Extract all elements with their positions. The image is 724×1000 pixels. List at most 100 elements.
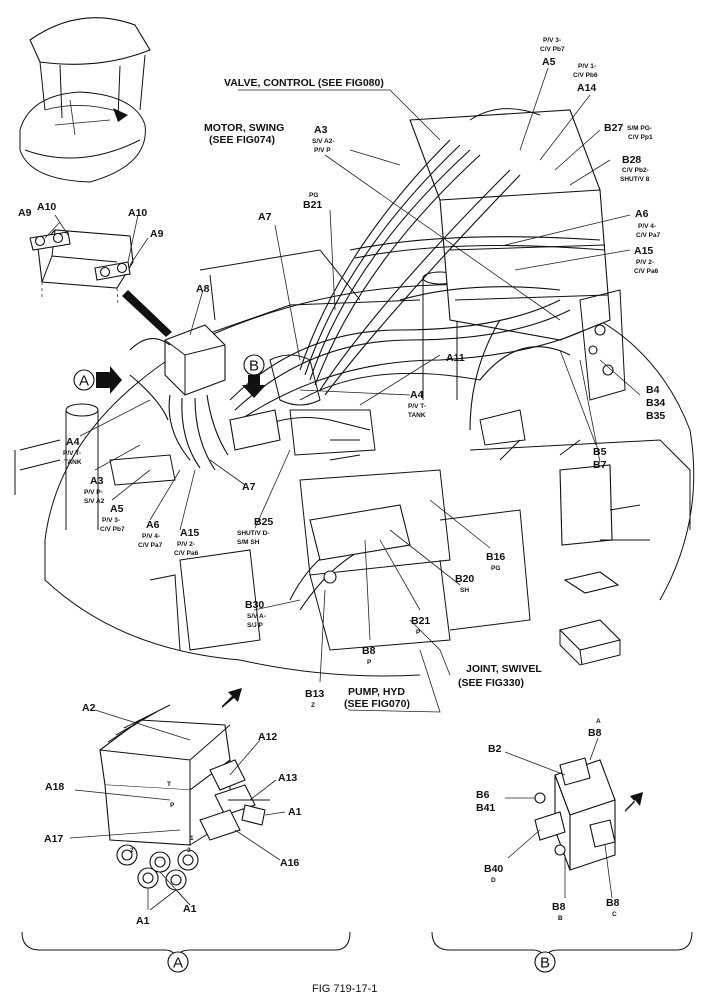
label-a3-left: A3 [90, 475, 104, 487]
label-b40-sub: D [491, 877, 496, 884]
label-a10-left: A10 [37, 201, 56, 213]
callout-pump-hyd: PUMP, HYD [348, 686, 405, 698]
label-a4-left-sub2: TANK [64, 459, 82, 466]
view-markers: A B A B [73, 354, 556, 973]
label-a15-right: A15 [634, 245, 653, 257]
part-labels: P/V 3- C/V Pb7 A5 P/V 1- C/V Pb6 A14 A3 … [18, 37, 665, 927]
callout-motor-swing-ref: (SEE FIG074) [209, 134, 275, 146]
label-a5-top-sub: P/V 3- [543, 37, 561, 44]
label-b27-sub: S/M PG- [627, 125, 652, 132]
label-a4-mid-sub: P/V T- [408, 403, 426, 410]
label-a5-left-sub2: C/V Pb7 [100, 526, 125, 533]
label-b21-low: B21 [411, 615, 430, 627]
label-b21-top: B21 [303, 199, 322, 211]
label-b20: B20 [455, 573, 474, 585]
control-valve-assembly [409, 108, 626, 401]
label-b8-mid: B8 [362, 645, 376, 657]
port-2-label: 2 [130, 847, 134, 854]
view-a-marker-circle [73, 369, 95, 391]
callout-motor-swing: MOTOR, SWING [204, 122, 284, 134]
label-a14: A14 [577, 82, 596, 94]
label-b16: B16 [486, 551, 505, 563]
label-a18: A18 [45, 781, 64, 793]
callout-joint-swivel-ref: (SEE FIG330) [458, 677, 524, 689]
label-a3-top-sub: S/V A2- [312, 138, 335, 145]
detail-b-block [534, 757, 616, 871]
label-b40: B40 [484, 863, 503, 875]
port-1-label: 1 [190, 835, 194, 842]
detail-b-marker-circle [534, 951, 556, 973]
label-a6-right-sub2: C/V Pa7 [636, 232, 661, 239]
pilot-valve-bracket-detail [29, 229, 172, 337]
label-a13: A13 [278, 772, 297, 784]
callout-joint-swivel: JOINT, SWIVEL [466, 663, 542, 675]
label-b30-sub2: S/J P [247, 622, 264, 629]
detail-a-marker: A [173, 955, 183, 972]
label-a5-left-sub: P/V 3- [102, 517, 120, 524]
label-b13-sub: Z [311, 702, 315, 709]
label-a3-top-sub2: P/V P [314, 147, 331, 154]
leader-lines [44, 67, 641, 911]
label-a2: A2 [82, 702, 96, 714]
callout-notes: VALVE, CONTROL (SEE FIG080) MOTOR, SWING… [204, 77, 542, 710]
label-b8-br: B8 [606, 897, 620, 909]
label-b21-top-sub: PG [309, 192, 318, 199]
label-a11: A11 [446, 352, 465, 364]
label-b8-top: B8 [588, 727, 602, 739]
label-a1-r: A1 [288, 806, 302, 818]
label-b35: B35 [646, 410, 665, 422]
label-a3-left-sub2: S/V A2 [84, 498, 105, 505]
label-a9-right: A9 [150, 228, 164, 240]
label-b8-mid-sub: P [367, 659, 372, 666]
label-a15-left-sub2: C/V Pa6 [174, 550, 199, 557]
label-a7-top: A7 [258, 211, 272, 223]
view-arrows [96, 366, 643, 812]
label-b34: B34 [646, 397, 665, 409]
label-a15-left-sub: P/V 2- [177, 541, 195, 548]
tank-cylinders [14, 271, 458, 530]
label-b25-sub2: S/M SH [237, 539, 260, 546]
label-a6-right: A6 [635, 208, 649, 220]
label-b21-low-sub: P [416, 629, 421, 636]
label-a9-left: A9 [18, 207, 32, 219]
callout-pump-hyd-ref: (SEE FIG070) [344, 698, 410, 710]
label-a5-top-sub2: C/V Pb7 [540, 46, 565, 53]
label-b30-sub: S/V A- [247, 613, 266, 620]
view-a-marker: A [79, 373, 89, 390]
port-p-label: P [170, 802, 175, 809]
label-a4-left: A4 [66, 436, 80, 448]
label-b28: B28 [622, 154, 641, 166]
label-b6: B6 [476, 789, 490, 801]
label-b41: B41 [476, 802, 495, 814]
label-b25-sub: SHUT/V D- [237, 530, 270, 537]
label-a4-mid: A4 [410, 389, 424, 401]
callout-valve-control: VALVE, CONTROL (SEE FIG080) [224, 77, 384, 89]
label-a4-left-sub: P/V T- [63, 450, 81, 457]
label-a8: A8 [196, 283, 210, 295]
port-3-label: 3 [187, 847, 191, 854]
label-b27-sub2: C/V Pp1 [628, 134, 653, 141]
upper-structure-frame [44, 249, 695, 677]
hose-routing [229, 139, 606, 611]
label-a14-sub: P/V 1- [578, 63, 596, 70]
view-b-marker-circle [243, 354, 265, 376]
label-a5-top: A5 [542, 56, 556, 68]
port-t-label: T [167, 781, 171, 788]
label-b30: B30 [245, 599, 264, 611]
label-b4: B4 [646, 384, 660, 396]
label-b8-br-sub: C [612, 911, 617, 918]
label-a10-right: A10 [128, 207, 147, 219]
label-a4-mid-sub2: TANK [408, 412, 426, 419]
label-a15-left: A15 [180, 527, 199, 539]
label-a12: A12 [258, 731, 277, 743]
label-a6-left-sub: P/V 4- [142, 533, 160, 540]
label-b7: B7 [593, 459, 607, 471]
label-b8-bl-sub: B [558, 915, 563, 922]
label-a1-br: A1 [183, 903, 197, 915]
label-a3-left-sub: P/V P- [84, 489, 103, 496]
label-b13: B13 [305, 688, 324, 700]
label-b8-bl: B8 [552, 901, 566, 913]
label-a6-left-sub2: C/V Pa7 [138, 542, 163, 549]
detail-brackets [21, 931, 693, 963]
